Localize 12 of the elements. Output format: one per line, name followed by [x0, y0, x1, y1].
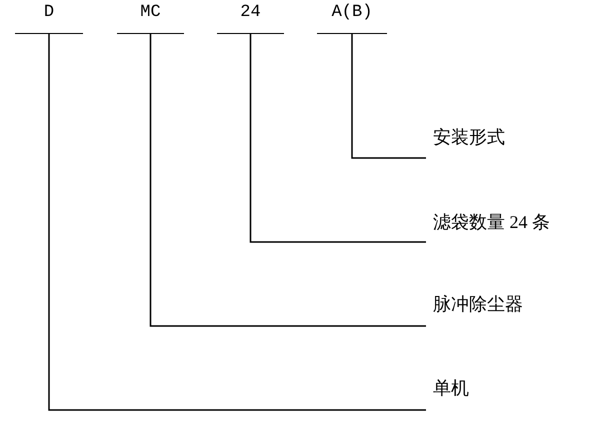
leader-line [48, 34, 426, 411]
description-label: 安装形式 [426, 126, 505, 158]
description-label: 脉冲除尘器 [426, 293, 523, 326]
leader-line [351, 34, 426, 159]
code-label: 24 [217, 0, 284, 34]
description-label: 滤袋数量 24 条 [426, 211, 550, 242]
code-label: D [15, 0, 83, 34]
leader-line [150, 34, 426, 327]
code-label: A(B) [317, 0, 387, 34]
leader-line [250, 34, 426, 243]
code-label: MC [117, 0, 184, 34]
description-label: 单机 [426, 377, 469, 410]
